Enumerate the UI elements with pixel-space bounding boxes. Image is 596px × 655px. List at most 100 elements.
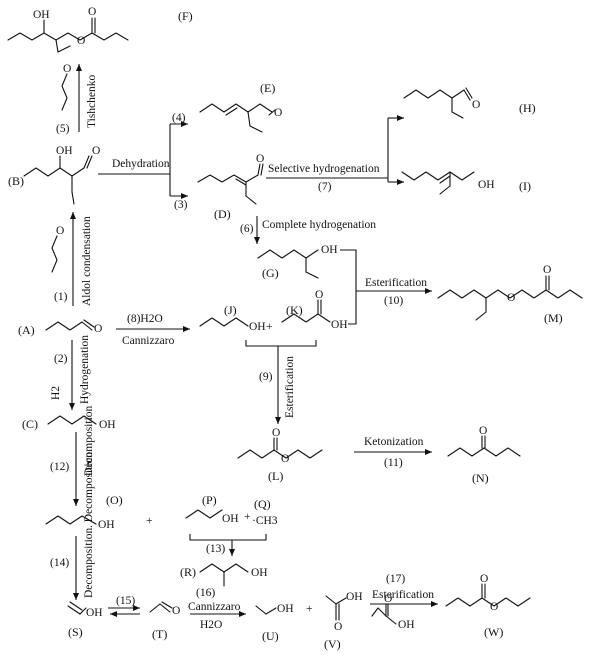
label-e: (E) (260, 81, 275, 95)
reaction-number-15: (15) (116, 595, 135, 607)
connector-g-to-esterification (340, 249, 357, 325)
label-q: (Q) (254, 497, 271, 511)
atom-o: O (172, 605, 180, 617)
label-m: (M) (544, 311, 563, 325)
reaction-label-esterification-10: Esterification (365, 277, 427, 289)
reaction-number-17: (17) (386, 573, 405, 585)
atom-oh: OH (277, 603, 294, 615)
atom-oh: OH (251, 567, 268, 579)
label-f: (F) (178, 9, 193, 23)
reagent-h2: H2 (50, 386, 62, 400)
label-l: (L) (268, 469, 283, 483)
reaction-number-3: (3) (174, 199, 188, 211)
compound-g-structure (257, 249, 319, 279)
atom-oh: OH (99, 419, 116, 431)
reaction-label-decomposition-14: Decomposition (83, 527, 95, 598)
atom-o: O (315, 289, 323, 301)
reaction-label-hydrogenation: Hydrogenation (79, 335, 91, 404)
atom-o: O (88, 6, 96, 18)
label-b: (B) (8, 174, 24, 188)
atom-o: O (472, 99, 480, 111)
atom-o: O (507, 292, 515, 304)
label-a: (A) (18, 323, 35, 337)
reaction-number-12: (12) (50, 461, 69, 473)
reaction-label-aldol: Aldol condensation (81, 216, 93, 306)
atom-o: O (77, 35, 85, 47)
compound-i-structure (401, 171, 475, 195)
butanal-reagent-5 (61, 73, 68, 111)
compound-w-structure (445, 583, 531, 607)
atom-oh: OH (321, 244, 338, 256)
reaction-number-4: (4) (172, 112, 186, 124)
reaction-number-6: (6) (240, 223, 254, 235)
bracket-j-k (245, 340, 317, 347)
reaction-label-decomposition-dot: . Decomposition (83, 452, 95, 528)
label-o: (O) (106, 493, 123, 507)
label-v: (V) (324, 637, 341, 651)
label-s: (S) (68, 625, 83, 639)
atom-o: O (92, 145, 100, 157)
compound-d-structure (197, 163, 264, 205)
atom-o: O (334, 621, 342, 633)
label-h: (H) (519, 101, 536, 115)
atom-oh: OH (478, 179, 495, 191)
compound-p-structure (185, 509, 223, 519)
compound-l-structure (237, 437, 323, 459)
reaction-number-1: (1) (54, 291, 68, 303)
compound-u-structure (255, 605, 277, 615)
compound-b-structure (23, 155, 93, 205)
reaction-number-8: (8)H2O (127, 313, 163, 325)
compound-f-structure (7, 17, 129, 53)
atom-o: O (272, 427, 280, 439)
reaction-label-decomposition-12: Decomposition (83, 405, 95, 476)
atom-o: O (63, 63, 71, 75)
plus-sign: + (244, 511, 251, 523)
butanal-reagent-1 (51, 235, 58, 273)
atom-o: O (274, 107, 282, 119)
compound-n-structure (447, 435, 521, 457)
label-k: (K) (286, 303, 303, 317)
label-n: (N) (472, 471, 489, 485)
compound-t-structure (149, 601, 173, 613)
reagent-h2o: H2O (200, 619, 222, 631)
atom-o: O (56, 225, 64, 237)
compound-c-structure (47, 415, 97, 425)
atom-o: O (490, 601, 498, 613)
reaction-number-2: (2) (54, 353, 68, 365)
atom-oh: OH (56, 145, 73, 157)
label-g: (G) (262, 266, 279, 280)
plus-sign: + (146, 515, 153, 527)
compound-k-structure (281, 299, 331, 323)
compound-r-structure (199, 563, 249, 587)
atom-oh: OH (86, 607, 103, 619)
reaction-number-14: (14) (50, 557, 69, 569)
plus-sign: + (306, 603, 313, 615)
label-r: (R) (180, 565, 196, 579)
atom-oh: OH (331, 319, 348, 331)
compound-m-structure (437, 275, 583, 321)
label-t: (T) (152, 627, 167, 641)
atom-o: O (479, 425, 487, 437)
label-w: (W) (484, 625, 503, 639)
reaction-label-selective-hydrogenation: Selective hydrogenation (268, 163, 380, 175)
atom-oh: OH (398, 619, 415, 631)
atom-o: O (256, 153, 264, 165)
reaction-label-esterification-17: Esterification (372, 589, 434, 601)
reaction-label-esterification-9: Esterification (284, 356, 296, 418)
atom-oh: OH (98, 519, 115, 531)
reaction-label-tishchenko: Tishchenko (86, 75, 98, 128)
reaction-number-5: (5) (56, 123, 70, 135)
reaction-number-10: (10) (384, 295, 403, 307)
atom-o: O (94, 323, 102, 335)
reaction-number-11: (11) (384, 457, 403, 469)
compound-j-structure (199, 317, 249, 327)
compound-e-structure (199, 103, 276, 133)
atom-o: O (384, 593, 392, 605)
atom-o: O (281, 453, 289, 465)
reaction-number-9: (9) (259, 371, 273, 383)
reaction-label-cannizzaro-8: Cannizzaro (122, 335, 175, 347)
reaction-number-16: (16) (196, 587, 215, 599)
compound-o-structure (45, 515, 97, 525)
atom-oh: OH (249, 321, 266, 333)
